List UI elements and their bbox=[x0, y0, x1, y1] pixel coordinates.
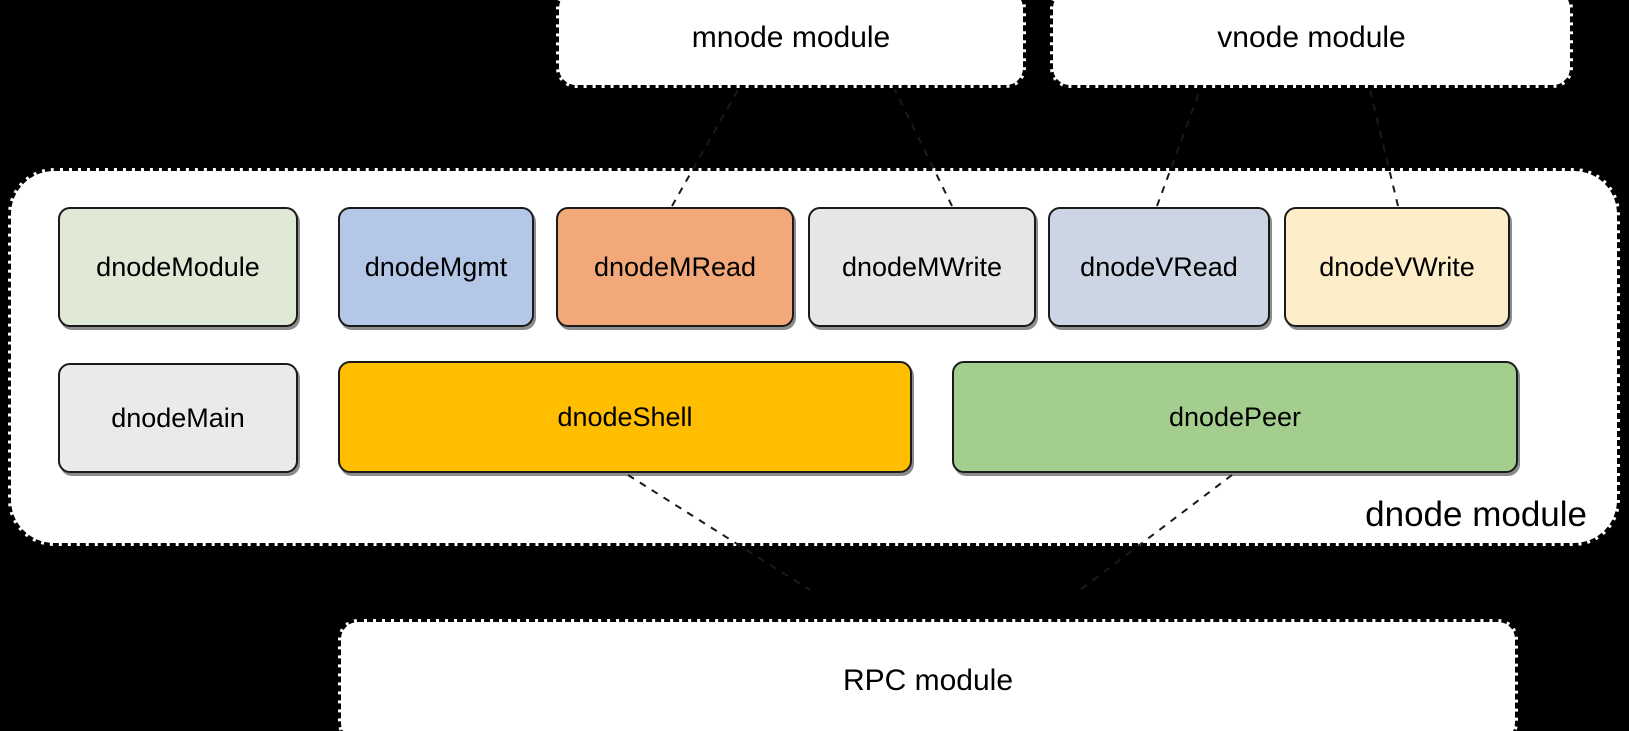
component-box-dnodemain[interactable]: dnodeMain bbox=[58, 363, 298, 473]
vnode-module-label: vnode module bbox=[1217, 21, 1406, 54]
vnode-module-box[interactable]: vnode module bbox=[1050, 0, 1573, 88]
component-box-dnodemodule[interactable]: dnodeModule bbox=[58, 207, 298, 327]
rpc-module-box[interactable]: RPC module bbox=[338, 619, 1518, 731]
dnode-module-label: dnode module bbox=[1365, 495, 1587, 534]
component-box-dnodemwrite[interactable]: dnodeMWrite bbox=[808, 207, 1036, 327]
component-label: dnodeMain bbox=[111, 402, 245, 433]
component-box-dnodevread[interactable]: dnodeVRead bbox=[1048, 207, 1270, 327]
component-label: dnodePeer bbox=[1168, 401, 1302, 432]
component-label: dnodeVRead bbox=[1080, 251, 1238, 282]
component-label: dnodeModule bbox=[96, 251, 260, 282]
rpc-module-label: RPC module bbox=[842, 664, 1014, 697]
component-label: dnodeMRead bbox=[593, 251, 757, 282]
component-box-dnodevwrite[interactable]: dnodeVWrite bbox=[1284, 207, 1510, 327]
mnode-module-box[interactable]: mnode module bbox=[556, 0, 1026, 88]
component-box-dnodemgmt[interactable]: dnodeMgmt bbox=[338, 207, 534, 327]
component-box-dnodeshell[interactable]: dnodeShell bbox=[338, 361, 912, 473]
component-box-dnodepeer[interactable]: dnodePeer bbox=[952, 361, 1518, 473]
mnode-module-label: mnode module bbox=[691, 21, 891, 54]
component-label: dnodeVWrite bbox=[1319, 251, 1475, 282]
component-label: dnodeShell bbox=[557, 401, 693, 432]
component-label: dnodeMgmt bbox=[364, 251, 508, 282]
component-label: dnodeMWrite bbox=[841, 251, 1003, 282]
component-box-dnodemread[interactable]: dnodeMRead bbox=[556, 207, 794, 327]
